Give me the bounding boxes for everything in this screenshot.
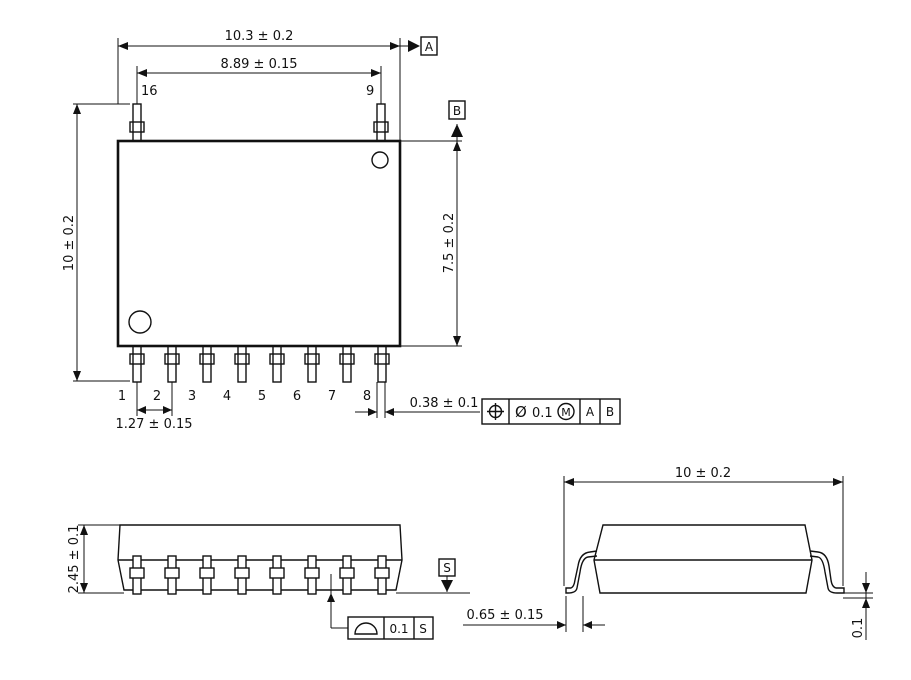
front-lead bbox=[304, 555, 320, 595]
seating-plane: S bbox=[396, 558, 470, 594]
mmc-modifier-text: M bbox=[561, 406, 571, 419]
front-lead bbox=[339, 555, 355, 595]
dim-overall-width: 10.3 ± 0.2 bbox=[117, 29, 420, 141]
position-datum-1: A bbox=[586, 405, 595, 419]
diameter-symbol: Ø bbox=[515, 403, 527, 421]
package-body-front bbox=[117, 524, 403, 591]
front-lead bbox=[374, 555, 390, 595]
bottom-lead bbox=[164, 345, 180, 383]
pin-number: 6 bbox=[293, 389, 301, 404]
front-lead bbox=[129, 555, 145, 595]
dim-overall-width-text: 10.3 ± 0.2 bbox=[225, 29, 294, 44]
dim-side-width: 10 ± 0.2 bbox=[563, 466, 844, 586]
position-symbol-icon bbox=[487, 403, 504, 420]
pin-number: 5 bbox=[258, 389, 266, 404]
dim-standoff-text: 0.1 bbox=[851, 618, 866, 639]
flatness-tolerance-frame: 0.1 S bbox=[327, 574, 434, 640]
bottom-lead bbox=[129, 345, 145, 383]
flatness-datum: S bbox=[419, 622, 427, 636]
bottom-lead bbox=[374, 345, 390, 383]
flatness-profile-icon bbox=[354, 622, 378, 635]
dim-lead-width: 0.38 ± 0.1 bbox=[355, 382, 480, 418]
bottom-lead bbox=[304, 345, 320, 383]
pin-label-9: 9 bbox=[366, 84, 374, 99]
package-body-top bbox=[116, 139, 402, 348]
dim-body-width: 7.5 ± 0.2 bbox=[400, 124, 463, 347]
dim-overall-length-text: 10 ± 0.2 bbox=[62, 215, 77, 271]
pin-number: 7 bbox=[328, 389, 336, 404]
front-leads bbox=[129, 555, 390, 595]
flatness-value: 0.1 bbox=[389, 622, 408, 636]
bottom-leads bbox=[129, 345, 390, 383]
dim-pitch-text: 1.27 ± 0.15 bbox=[115, 417, 192, 432]
datum-a: A bbox=[420, 36, 438, 56]
dim-side-width-text: 10 ± 0.2 bbox=[675, 466, 731, 481]
datum-b: B bbox=[448, 100, 466, 120]
datum-s-label: S bbox=[443, 561, 451, 575]
dim-overall-length: 10 ± 0.2 bbox=[62, 103, 130, 382]
front-lead bbox=[269, 555, 285, 595]
position-tolerance-value: 0.1 bbox=[532, 406, 553, 421]
datum-a-label: A bbox=[425, 40, 434, 54]
pin1-index-mark bbox=[128, 310, 152, 334]
front-lead bbox=[234, 555, 250, 595]
side-view: 10 ± 0.2 0.65 ± 0.15 0.1 bbox=[463, 466, 873, 640]
pin-number: 3 bbox=[188, 389, 196, 404]
front-view: 2.45 ± 0.1 S 0.1 S bbox=[67, 524, 470, 640]
dim-height-text: 2.45 ± 0.1 bbox=[67, 525, 82, 594]
right-gullwing-lead bbox=[809, 550, 845, 594]
position-tolerance-frame: Ø 0.1 M A B bbox=[481, 398, 621, 425]
index-mark-small bbox=[371, 151, 389, 169]
pin-number: 1 bbox=[118, 389, 126, 404]
bottom-lead bbox=[339, 345, 355, 383]
front-lead bbox=[199, 555, 215, 595]
mmc-modifier-icon bbox=[557, 402, 575, 421]
position-datum-2: B bbox=[606, 405, 614, 419]
bottom-pin-numbers: 1 2 3 4 5 6 7 8 bbox=[118, 389, 371, 404]
dim-lead-width-text: 0.38 ± 0.1 bbox=[410, 396, 479, 411]
dim-height: 2.45 ± 0.1 bbox=[67, 524, 124, 594]
dim-pin-span: 8.89 ± 0.15 bbox=[136, 57, 382, 104]
top-leads bbox=[129, 103, 389, 142]
bottom-lead bbox=[199, 345, 215, 383]
datum-b-label: B bbox=[453, 104, 461, 118]
bottom-lead bbox=[269, 345, 285, 383]
front-lead bbox=[164, 555, 180, 595]
dim-foot-length-text: 0.65 ± 0.15 bbox=[466, 608, 543, 623]
bottom-lead bbox=[234, 345, 250, 383]
pin-number: 4 bbox=[223, 389, 231, 404]
pin-number: 8 bbox=[363, 389, 371, 404]
pin-label-16: 16 bbox=[141, 84, 158, 99]
dim-body-width-text: 7.5 ± 0.2 bbox=[442, 213, 457, 274]
dim-foot-length: 0.65 ± 0.15 bbox=[463, 596, 605, 632]
pin-number: 2 bbox=[153, 389, 161, 404]
dim-pin-span-text: 8.89 ± 0.15 bbox=[220, 57, 297, 72]
dim-pitch: 1.27 ± 0.15 bbox=[115, 382, 193, 432]
dim-standoff: 0.1 bbox=[843, 572, 873, 640]
package-body-side bbox=[593, 524, 813, 594]
left-gullwing-lead bbox=[565, 550, 598, 594]
